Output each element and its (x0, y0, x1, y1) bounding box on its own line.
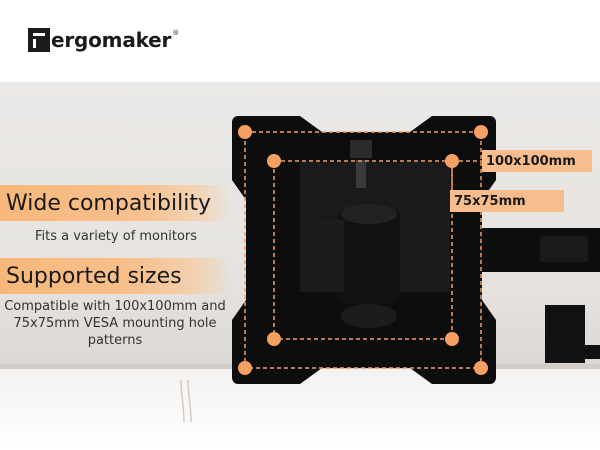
feature-title: Supported sizes (6, 263, 182, 289)
label-100x100: 100x100mm (482, 150, 592, 172)
feature-caption: Compatible with 100x100mm and 75x75mm VE… (4, 299, 226, 348)
tilt-screw (356, 160, 366, 188)
feature-caption: Fits a variety of monitors (34, 229, 198, 244)
clamp-screw (583, 345, 600, 359)
registered-mark: ® (172, 29, 180, 37)
tilt-knob (350, 140, 372, 158)
outline-75x75 (273, 160, 453, 340)
brand-name: ergomaker (51, 28, 172, 52)
mount-hole (267, 154, 281, 168)
brand-logo: ergomaker ® (28, 27, 179, 53)
mount-hole (267, 332, 281, 346)
mount-hole (238, 361, 252, 375)
feature-banner-sizes: Supported sizes (0, 258, 232, 294)
mount-hole (474, 125, 488, 139)
swivel-bottom-cap (341, 304, 397, 328)
mount-hole (445, 154, 459, 168)
brand-logo-icon (28, 28, 50, 52)
swivel-head (338, 208, 400, 304)
mount-hole (445, 332, 459, 346)
arm-joint (540, 236, 588, 262)
cable (180, 379, 192, 423)
mount-hole (238, 125, 252, 139)
feature-title: Wide compatibility (6, 190, 211, 216)
label-75x75: 75x75mm (450, 190, 564, 212)
feature-banner-compatibility: Wide compatibility (0, 185, 232, 221)
header: ergomaker ® (0, 0, 600, 82)
swivel-top-cap (341, 204, 397, 224)
outline-100x100 (244, 131, 482, 369)
mount-hole (474, 361, 488, 375)
desk-clamp (545, 305, 585, 363)
tilt-hinge (318, 220, 344, 292)
